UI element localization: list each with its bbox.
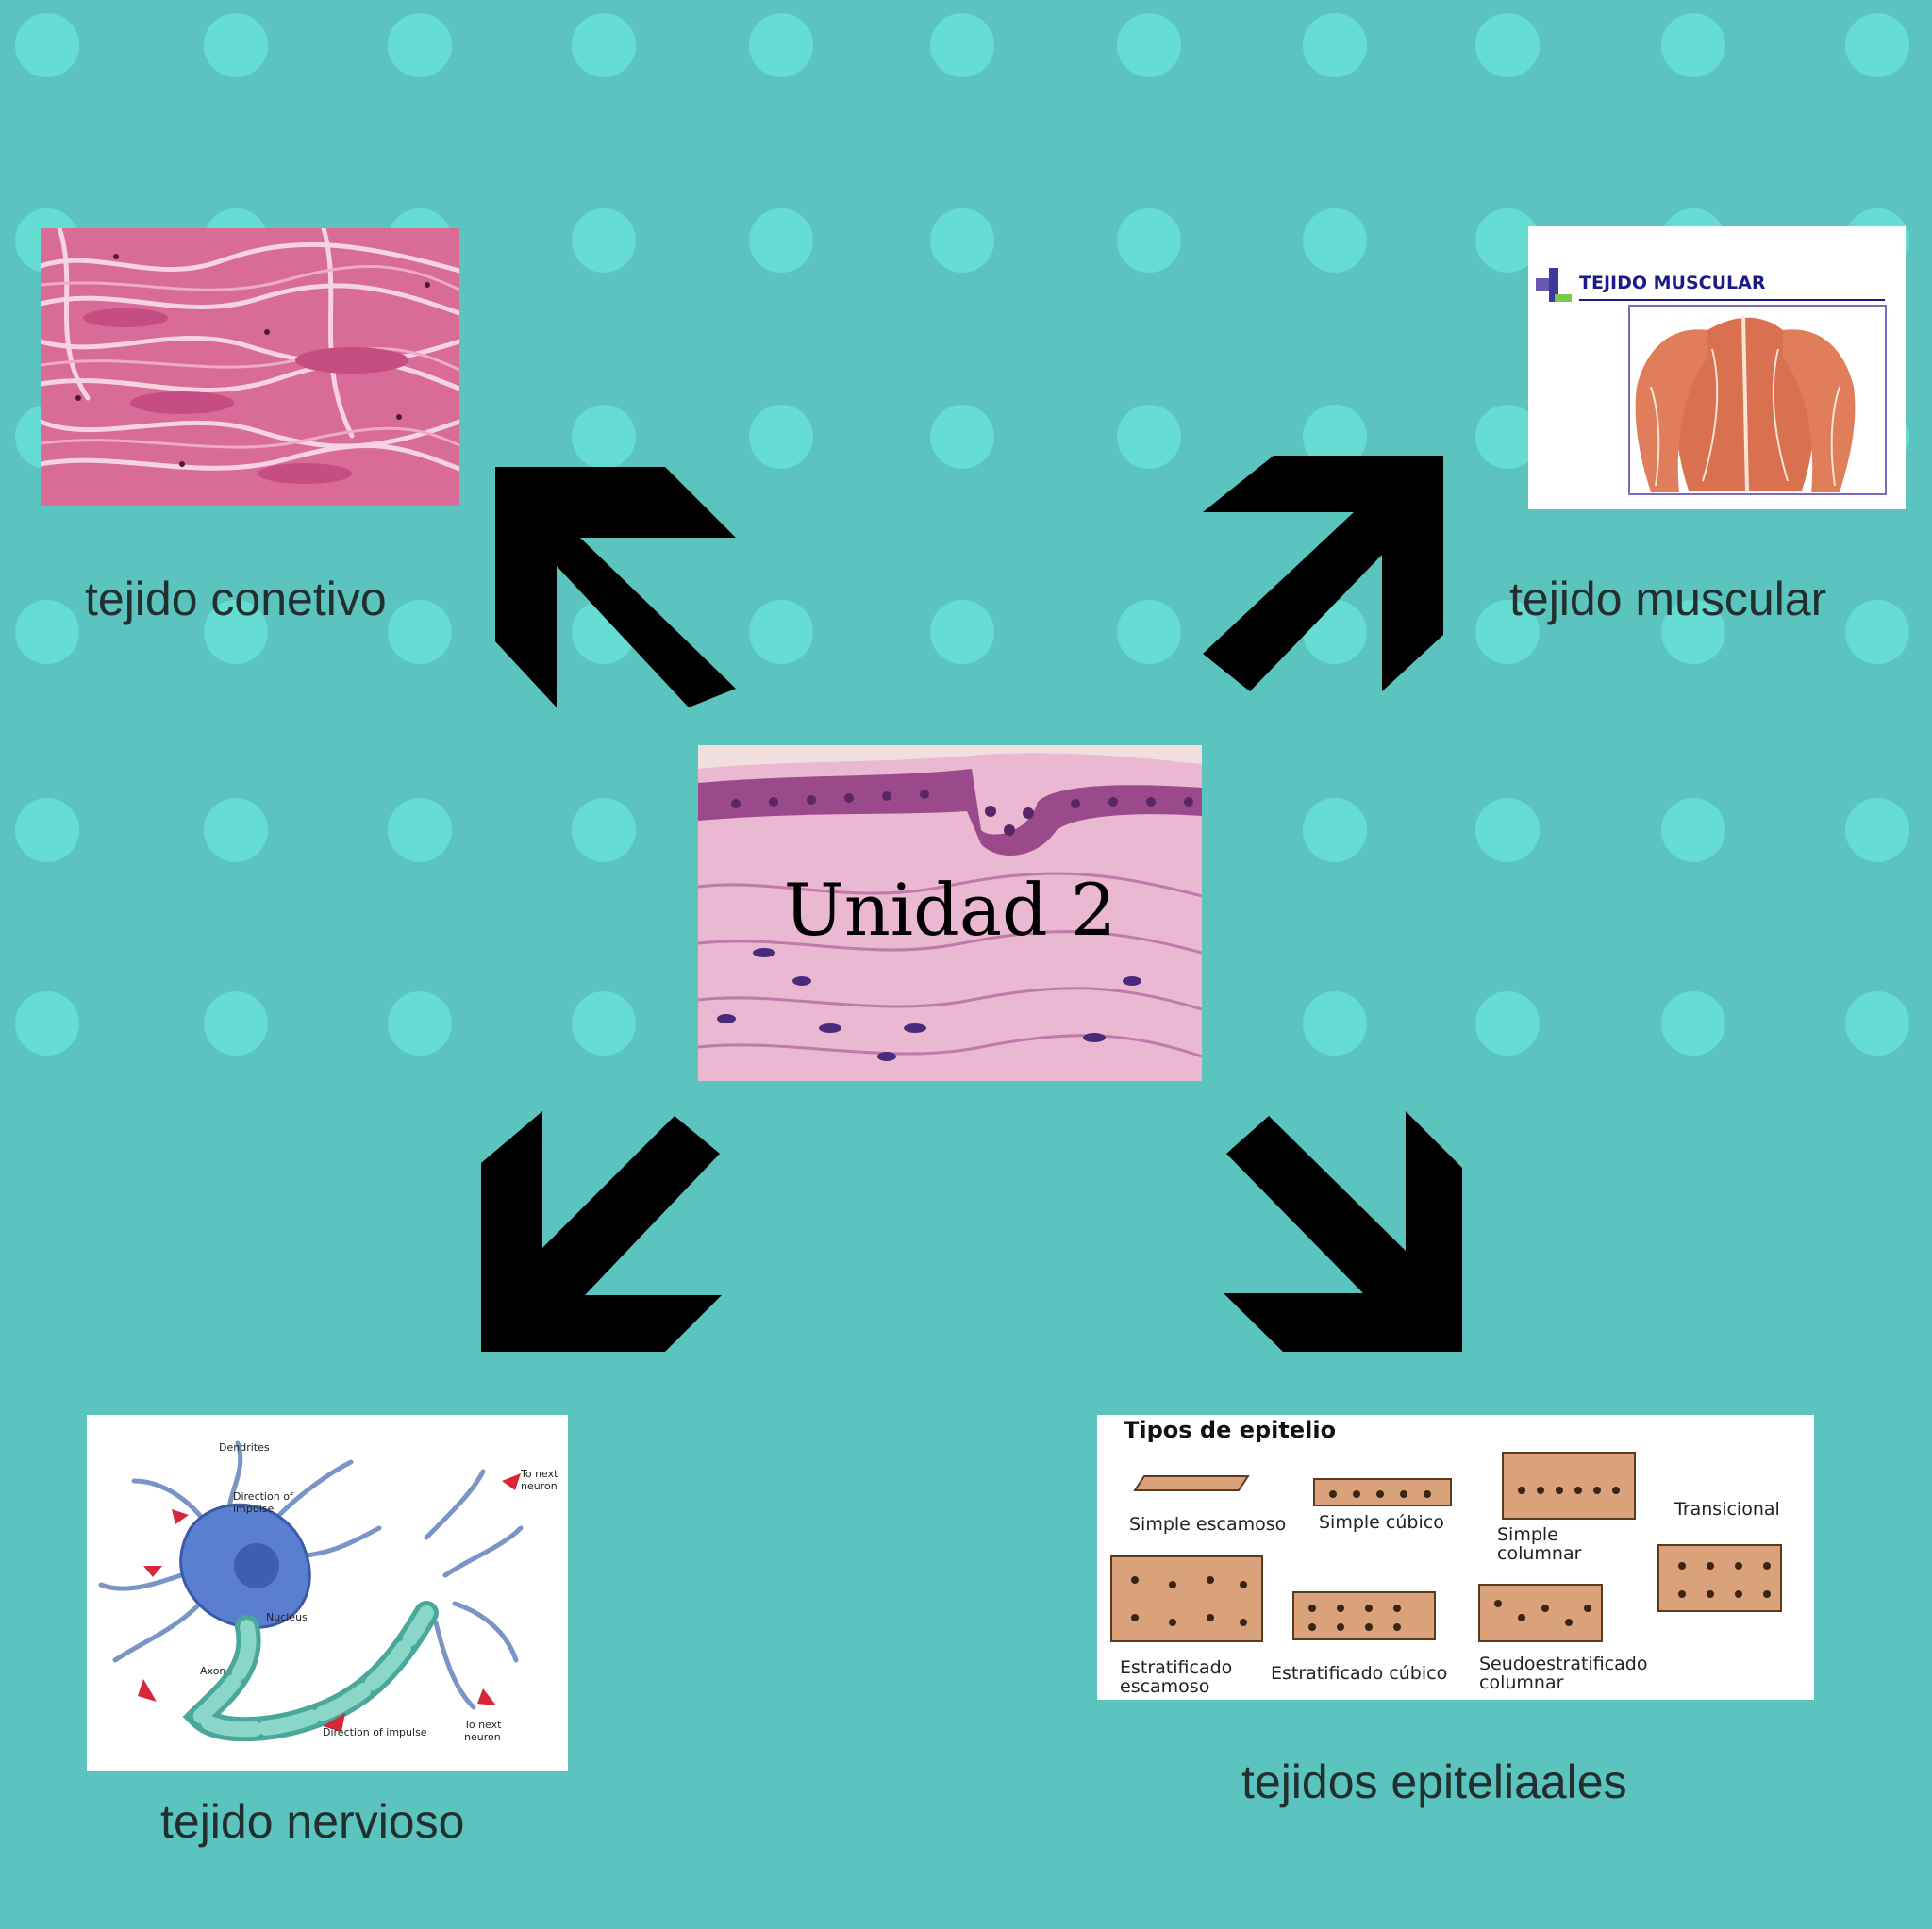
background-dot [749, 208, 813, 273]
background-dot [204, 600, 268, 664]
background-dot [1475, 13, 1540, 77]
background-dot [749, 405, 813, 469]
background-dot [15, 600, 79, 664]
background-dot [1845, 991, 1909, 1056]
epithelium-seudoestratificado-1: Seudoestratificado [1479, 1654, 1647, 1674]
epithelium-estratificado-escamoso-1: Estratificado [1120, 1657, 1232, 1678]
arrow-up-left [495, 467, 736, 707]
background-dot [1303, 991, 1367, 1056]
epithelium-title: Tipos de epitelio [1124, 1417, 1336, 1443]
background-dot [204, 798, 268, 862]
background-dot [572, 991, 636, 1056]
background-dot [1303, 405, 1367, 469]
arrow-up-right [1203, 456, 1443, 691]
neuron-label-direction: Direction of [233, 1490, 294, 1503]
label-tejido-conectivo: tejido conetivo [85, 573, 387, 625]
background-dot [1845, 600, 1909, 664]
background-dot [388, 13, 452, 77]
background-dot [930, 208, 994, 273]
neuron-label-direction-bottom: Direction of impulse [323, 1726, 427, 1738]
neuron-label-next-bottom: To next [463, 1719, 502, 1731]
background-dot [15, 991, 79, 1056]
background-dot [572, 208, 636, 273]
background-dot [1845, 798, 1909, 862]
background-dot [1303, 13, 1367, 77]
background-dot [1117, 600, 1181, 664]
background-dot [1117, 208, 1181, 273]
epithelium-seudoestratificado-2: columnar [1479, 1672, 1564, 1693]
neuron-label-dendrites: Dendrites [219, 1441, 270, 1454]
background-dot [572, 13, 636, 77]
background-dot [1845, 13, 1909, 77]
neuron-label-axon: Axon [200, 1665, 225, 1677]
muscular-tissue-image: TEJIDO MUSCULAR [1528, 226, 1906, 509]
center-title: Unidad 2 [783, 868, 1117, 952]
background-dot [1475, 600, 1540, 664]
neuron-label-impulse: impulse [233, 1503, 275, 1515]
background-dot [1661, 13, 1725, 77]
neuron-label-neuron-top: neuron [521, 1480, 558, 1492]
background-dot [1117, 405, 1181, 469]
connective-tissue-image [41, 228, 459, 506]
epithelium-simple-columnar-2: columnar [1497, 1543, 1582, 1564]
background-dot [1475, 405, 1540, 469]
epithelium-transicional: Transicional [1674, 1499, 1780, 1520]
background-dot [204, 13, 268, 77]
label-tejido-muscular: tejido muscular [1509, 573, 1827, 625]
background-dot [1475, 798, 1540, 862]
background-dot [388, 798, 452, 862]
neuron-label-neuron-bottom: neuron [464, 1731, 501, 1743]
epithelium-simple-cubico: Simple cúbico [1319, 1512, 1444, 1533]
background-dot [1475, 991, 1540, 1056]
epithelium-estratificado-escamoso-2: escamoso [1120, 1676, 1209, 1697]
background-dot [749, 600, 813, 664]
label-tejido-nervioso: tejido nervioso [160, 1795, 465, 1848]
nervous-tissue-image: Dendrites Direction of impulse Nucleus A… [87, 1415, 568, 1771]
background-dot [15, 798, 79, 862]
background-dot [930, 405, 994, 469]
epithelial-tissue-image: Tipos de epitelio Simple escamoso Simple… [1097, 1415, 1814, 1700]
arrow-down-left [481, 1111, 722, 1352]
background-dot [572, 405, 636, 469]
background-dot [1475, 208, 1540, 273]
background-dot [15, 13, 79, 77]
epithelium-simple-columnar-1: Simple [1497, 1524, 1558, 1545]
neuron-label-nucleus: Nucleus [266, 1611, 308, 1623]
background-dot [1117, 13, 1181, 77]
background-dot [1661, 600, 1725, 664]
epithelium-estratificado-cubico: Estratificado cúbico [1271, 1663, 1447, 1684]
center-tissue-image [698, 745, 1202, 1081]
background-dot [930, 600, 994, 664]
background-dot [1661, 991, 1725, 1056]
background-dot [1303, 798, 1367, 862]
muscular-heading: TEJIDO MUSCULAR [1579, 273, 1766, 293]
background-dot [1661, 798, 1725, 862]
label-tejidos-epiteliales: tejidos epiteliaales [1241, 1755, 1627, 1808]
background-dot [930, 13, 994, 77]
background-dot [749, 13, 813, 77]
arrow-down-right [1224, 1111, 1462, 1352]
background-dot [388, 600, 452, 664]
background-dot [388, 991, 452, 1056]
background-dot [572, 798, 636, 862]
background-dot [204, 991, 268, 1056]
epithelium-simple-escamoso: Simple escamoso [1129, 1514, 1286, 1535]
neuron-label-next-top: To next [520, 1468, 558, 1480]
background-dot [1303, 208, 1367, 273]
